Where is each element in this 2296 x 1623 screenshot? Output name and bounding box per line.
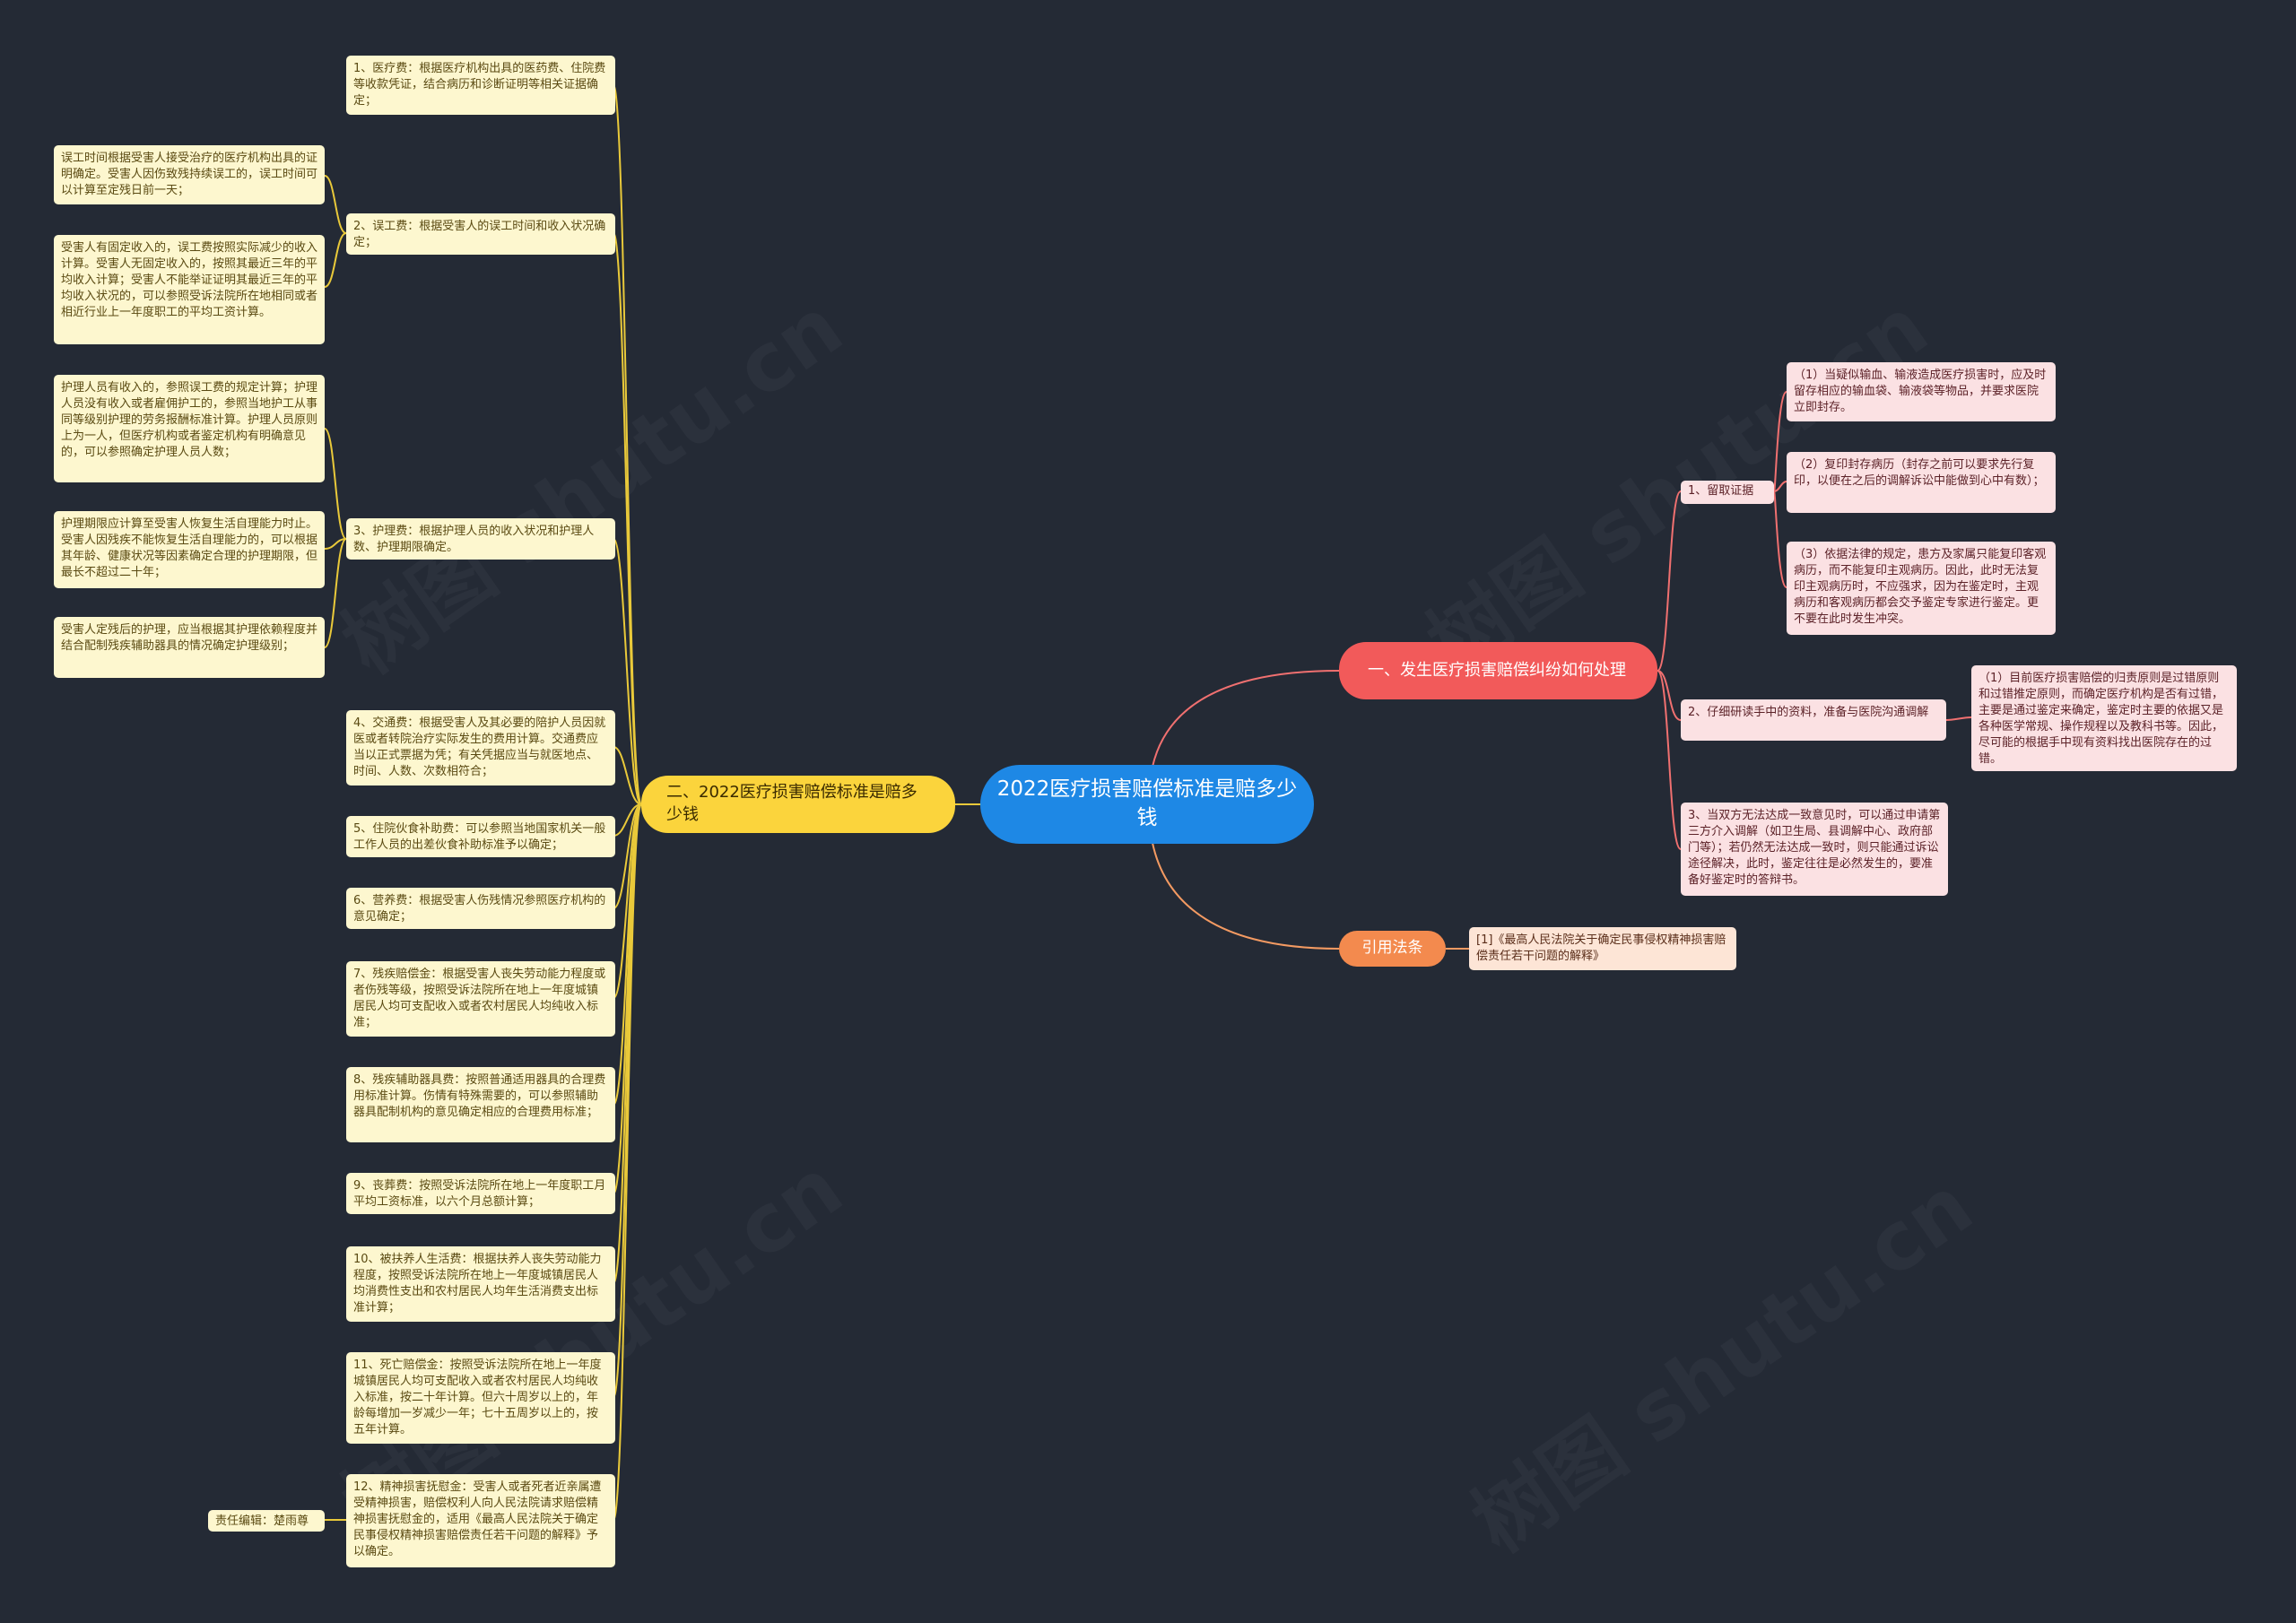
item-mental-damage[interactable]: 12、精神损害抚慰金：受害人或者死者近亲属遭受精神损害，赔偿权利人向人民法院请求… — [346, 1474, 615, 1567]
item-text: 护理人员有收入的，参照误工费的规定计算；护理人员没有收入或者雇佣护工的，参照当地… — [61, 381, 318, 459]
item-lost-work-fee[interactable]: 2、误工费：根据受害人的误工时间和收入状况确定； — [346, 213, 615, 255]
evidence-seal-items[interactable]: （1）当疑似输血、输液造成医疗损害时，应及时留存相应的输血袋、输液袋等物品，并要… — [1787, 362, 2056, 421]
item-text: 2、仔细研读手中的资料，准备与医院沟通调解 — [1688, 706, 1929, 719]
link-root-right2 — [1152, 842, 1340, 950]
item-transport-fee[interactable]: 4、交通费：根据受害人及其必要的陪护人员因就医或者转院治疗实际发生的费用计算。交… — [346, 710, 615, 785]
link-r1-c2 — [1773, 481, 1787, 492]
item-assistive-device-fee[interactable]: 8、残疾辅助器具费：按照普通适用器具的合理费用标准计算。伤情有特殊需要的，可以参… — [346, 1067, 615, 1142]
item-text: 6、营养费：根据受害人伤残情况参照医疗机构的意见确定； — [353, 894, 606, 924]
item-text: 9、丧葬费：按照受诉法院所在地上一年度职工月平均工资标准，以六个月总额计算； — [353, 1179, 606, 1209]
link-l3-c3 — [324, 538, 347, 648]
link-l7 — [613, 803, 642, 999]
item-text: （3）依据法律的规定，患方及家属只能复印客观病历，而不能复印主观病历。因此，此时… — [1794, 548, 2047, 626]
item-text: 10、被扶养人生活费：根据扶养人丧失劳动能力程度，按照受诉法院所在地上一年度城镇… — [353, 1253, 602, 1315]
item-text: 11、死亡赔偿金：按照受诉法院所在地上一年度城镇居民人均可支配收入或者农村居民人… — [353, 1358, 602, 1436]
link-r1-c1 — [1773, 391, 1787, 492]
nursing-level-note[interactable]: 受害人定残后的护理，应当根据其护理依赖程度并结合配制残疾辅助器具的情况确定护理级… — [54, 617, 325, 678]
item-text: （1）当疑似输血、输液造成医疗损害时，应及时留存相应的输血袋、输液袋等物品，并要… — [1794, 369, 2047, 414]
item-text: 12、精神损害抚慰金：受害人或者死者近亲属遭受精神损害，赔偿权利人向人民法院请求… — [353, 1480, 602, 1558]
cited-law-item[interactable]: [1]《最高人民法院关于确定民事侵权精神损害赔偿责任若干问题的解释》 — [1469, 927, 1736, 970]
item-text: 2、误工费：根据受害人的误工时间和收入状况确定； — [353, 220, 606, 249]
item-nursing-fee[interactable]: 3、护理费：根据护理人员的收入状况和护理人数、护理期限确定。 — [346, 518, 615, 560]
editor-text: 责任编辑：楚雨尊 — [215, 1515, 309, 1528]
item-text: 3、当双方无法达成一致意见时，可以通过申请第三方介入调解（如卫生局、县调解中心、… — [1688, 809, 1941, 887]
link-l2-c2 — [324, 232, 347, 288]
root-label: 2022医疗损害赔偿标准是赔多少钱 — [996, 777, 1298, 829]
link-l3 — [613, 538, 642, 805]
link-l5 — [613, 803, 642, 837]
item-text: 7、残疾赔偿金：根据受害人丧失劳动能力程度或者伤残等级，按照受诉法院所在地上一年… — [353, 968, 606, 1029]
item-text: （2）复印封存病历（封存之前可以要求先行复印，以便在之后的调解诉讼中能做到心中有… — [1794, 458, 2045, 488]
item-text: 5、住院伙食补助费：可以参照当地国家机关一般工作人员的出差伙食补助标准予以确定； — [353, 822, 606, 852]
item-funeral-fee[interactable]: 9、丧葬费：按照受诉法院所在地上一年度职工月平均工资标准，以六个月总额计算； — [346, 1173, 615, 1214]
link-r2-c1 — [1945, 716, 1972, 721]
item-text: 误工时间根据受害人接受治疗的医疗机构出具的证明确定。受害人因伤致残持续误工的，误… — [61, 152, 318, 197]
item-meal-allowance[interactable]: 5、住院伙食补助费：可以参照当地国家机关一般工作人员的出差伙食补助标准予以确定； — [346, 816, 615, 857]
link-l2 — [613, 232, 642, 805]
item-dependent-living-expense[interactable]: 10、被扶养人生活费：根据扶养人丧失劳动能力程度，按照受诉法院所在地上一年度城镇… — [346, 1246, 615, 1322]
link-l2-c1 — [324, 175, 347, 234]
item-text: 受害人有固定收入的，误工费按照实际减少的收入计算。受害人无固定收入的，按照其最近… — [61, 241, 318, 319]
branch-cited-law[interactable]: 引用法条 — [1339, 931, 1446, 967]
item-death-compensation[interactable]: 11、死亡赔偿金：按照受诉法院所在地上一年度城镇居民人均可支配收入或者农村居民人… — [346, 1352, 615, 1444]
branch-label: 二、2022医疗损害赔偿标准是赔多少钱 — [666, 783, 918, 824]
link-l3-c2 — [324, 538, 347, 550]
evidence-copy-records[interactable]: （2）复印封存病历（封存之前可以要求先行复印，以便在之后的调解诉讼中能做到心中有… — [1787, 452, 2056, 513]
liability-principle-note[interactable]: （1）目前医疗损害赔偿的归责原则是过错原则和过错推定原则，而确定医疗机构是否有过… — [1971, 665, 2237, 771]
item-text: 4、交通费：根据受害人及其必要的陪护人员因就医或者转院治疗实际发生的费用计算。交… — [353, 716, 606, 778]
item-text: 护理期限应计算至受害人恢复生活自理能力时止。受害人因残疾不能恢复生活自理能力的，… — [61, 517, 318, 579]
step-keep-evidence[interactable]: 1、留取证据 — [1681, 481, 1774, 504]
item-text: 1、留取证据 — [1688, 484, 1754, 498]
link-l4 — [613, 746, 642, 805]
link-l12 — [613, 803, 642, 1521]
link-r1-c3 — [1773, 490, 1787, 588]
link-l6 — [613, 803, 642, 909]
lost-work-income-note[interactable]: 受害人有固定收入的，误工费按照实际减少的收入计算。受害人无固定收入的，按照其最近… — [54, 235, 325, 344]
link-r1 — [1657, 490, 1682, 672]
item-nutrition-fee[interactable]: 6、营养费：根据受害人伤残情况参照医疗机构的意见确定； — [346, 888, 615, 929]
link-l10 — [613, 803, 642, 1284]
item-text: [1]《最高人民法院关于确定民事侵权精神损害赔偿责任若干问题的解释》 — [1476, 933, 1726, 963]
branch-label: 一、发生医疗损害赔偿纠纷如何处理 — [1368, 660, 1626, 680]
item-text: 受害人定残后的护理，应当根据其护理依赖程度并结合配制残疾辅助器具的情况确定护理级… — [61, 623, 318, 653]
branch-dispute-handling[interactable]: 一、发生医疗损害赔偿纠纷如何处理 — [1339, 642, 1657, 699]
lost-work-time-note[interactable]: 误工时间根据受害人接受治疗的医疗机构出具的证明确定。受害人因伤致残持续误工的，误… — [54, 145, 325, 204]
root-topic[interactable]: 2022医疗损害赔偿标准是赔多少钱 — [980, 765, 1314, 844]
link-r2 — [1657, 670, 1682, 721]
responsible-editor[interactable]: 责任编辑：楚雨尊 — [208, 1510, 325, 1532]
branch-compensation-standard[interactable]: 二、2022医疗损害赔偿标准是赔多少钱 — [641, 776, 955, 833]
branch-label: 引用法条 — [1361, 939, 1423, 958]
nursing-period-note[interactable]: 护理期限应计算至受害人恢复生活自理能力时止。受害人因残疾不能恢复生活自理能力的，… — [54, 511, 325, 588]
step-study-materials[interactable]: 2、仔细研读手中的资料，准备与医院沟通调解 — [1681, 699, 1946, 741]
evidence-objective-records[interactable]: （3）依据法律的规定，患方及家属只能复印客观病历，而不能复印主观病历。因此，此时… — [1787, 542, 2056, 635]
step-third-party-mediation[interactable]: 3、当双方无法达成一致意见时，可以通过申请第三方介入调解（如卫生局、县调解中心、… — [1681, 803, 1948, 896]
item-medical-fee[interactable]: 1、医疗费：根据医疗机构出具的医药费、住院费等收款凭证，结合病历和诊断证明等相关… — [346, 56, 615, 115]
link-l3-c1 — [324, 428, 347, 540]
item-text: 3、护理费：根据护理人员的收入状况和护理人数、护理期限确定。 — [353, 525, 595, 554]
link-root-right1 — [1152, 670, 1340, 768]
item-disability-compensation[interactable]: 7、残疾赔偿金：根据受害人丧失劳动能力程度或者伤残等级，按照受诉法院所在地上一年… — [346, 961, 615, 1037]
nursing-staff-note[interactable]: 护理人员有收入的，参照误工费的规定计算；护理人员没有收入或者雇佣护工的，参照当地… — [54, 375, 325, 482]
item-text: （1）目前医疗损害赔偿的归责原则是过错原则和过错推定原则，而确定医疗机构是否有过… — [1979, 672, 2224, 766]
link-r3 — [1657, 670, 1682, 850]
link-l1 — [613, 84, 642, 805]
item-text: 8、残疾辅助器具费：按照普通适用器具的合理费用标准计算。伤情有特殊需要的，可以参… — [353, 1073, 606, 1119]
item-text: 1、医疗费：根据医疗机构出具的医药费、住院费等收款凭证，结合病历和诊断证明等相关… — [353, 62, 606, 108]
